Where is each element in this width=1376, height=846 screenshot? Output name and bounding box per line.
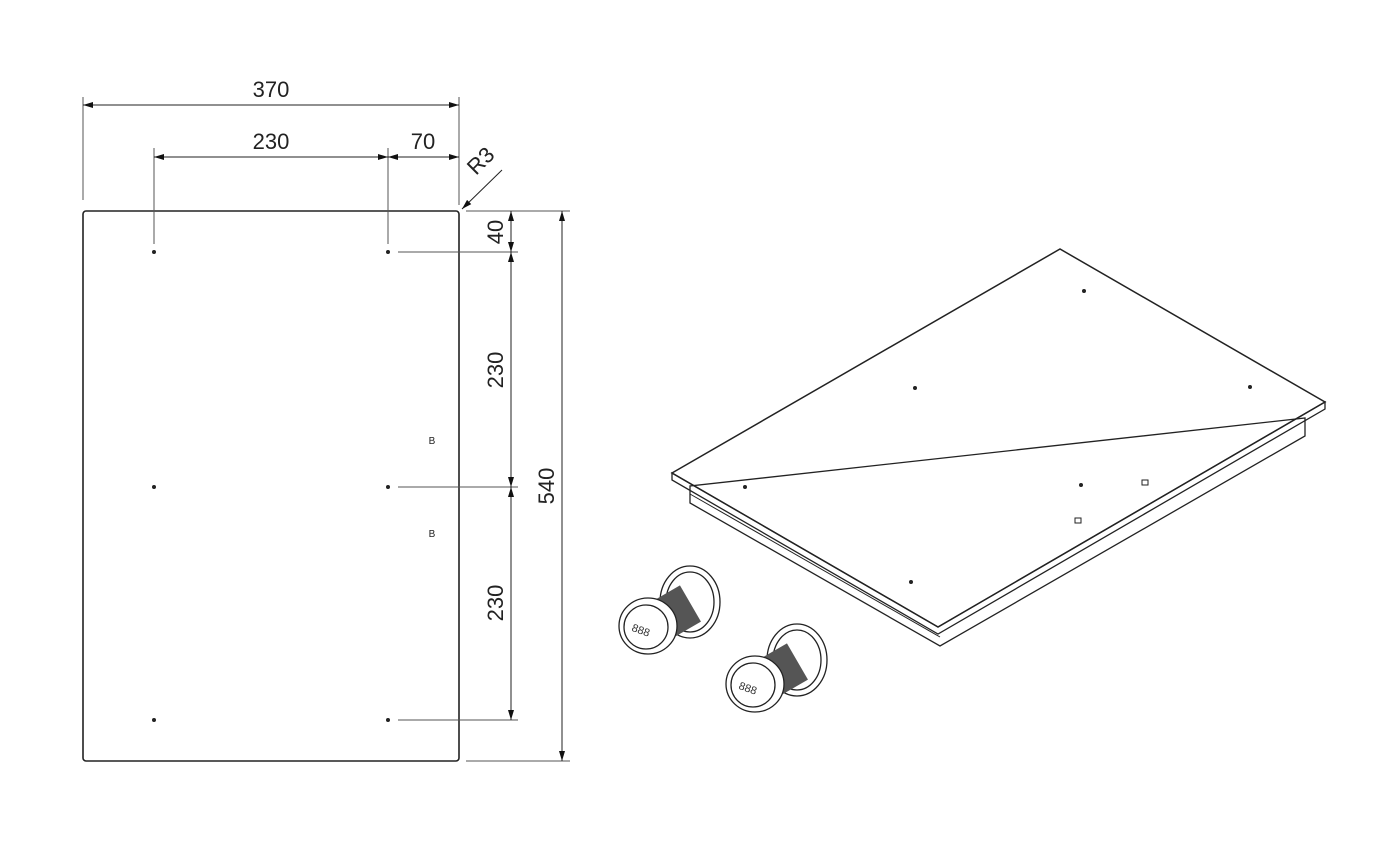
mark-symbol-upper: B [429, 436, 436, 447]
knob-display: 888 [737, 680, 758, 698]
dim-overall-width: 370 [253, 77, 290, 102]
dim-hole-spacing-vertical-upper: 230 [483, 352, 508, 389]
control-knob: 888 [725, 623, 828, 713]
dim-overall-depth: 540 [534, 468, 559, 505]
extension-lines [82, 97, 570, 762]
dim-hole-edge-offset-horizontal: 70 [411, 129, 435, 154]
hole [386, 718, 390, 722]
mark-symbol [1141, 479, 1149, 486]
dim-hole-spacing-vertical-lower: 230 [483, 585, 508, 622]
knob-display: 888 [630, 622, 651, 640]
hob-glass-top [670, 248, 1327, 628]
mark-symbol-lower: B [429, 529, 436, 540]
hole [152, 718, 156, 722]
mounting-holes [152, 250, 390, 722]
hob-plate-outline [82, 210, 460, 762]
hob-holes [743, 289, 1252, 584]
hole [386, 485, 390, 489]
mark-symbol [1074, 517, 1082, 524]
hole [386, 250, 390, 254]
perspective-view: 888 888 [618, 248, 1327, 713]
dim-hole-edge-offset-vertical: 40 [483, 220, 508, 244]
hole [152, 250, 156, 254]
hole [152, 485, 156, 489]
dimension-lines [83, 102, 565, 761]
dim-corner-radius: R3 [462, 142, 500, 180]
hob-body [670, 248, 1327, 647]
dim-hole-spacing-horizontal: 230 [253, 129, 290, 154]
control-knob: 888 [618, 565, 721, 655]
top-view: B B 370 230 70 R3 40 [82, 77, 570, 762]
